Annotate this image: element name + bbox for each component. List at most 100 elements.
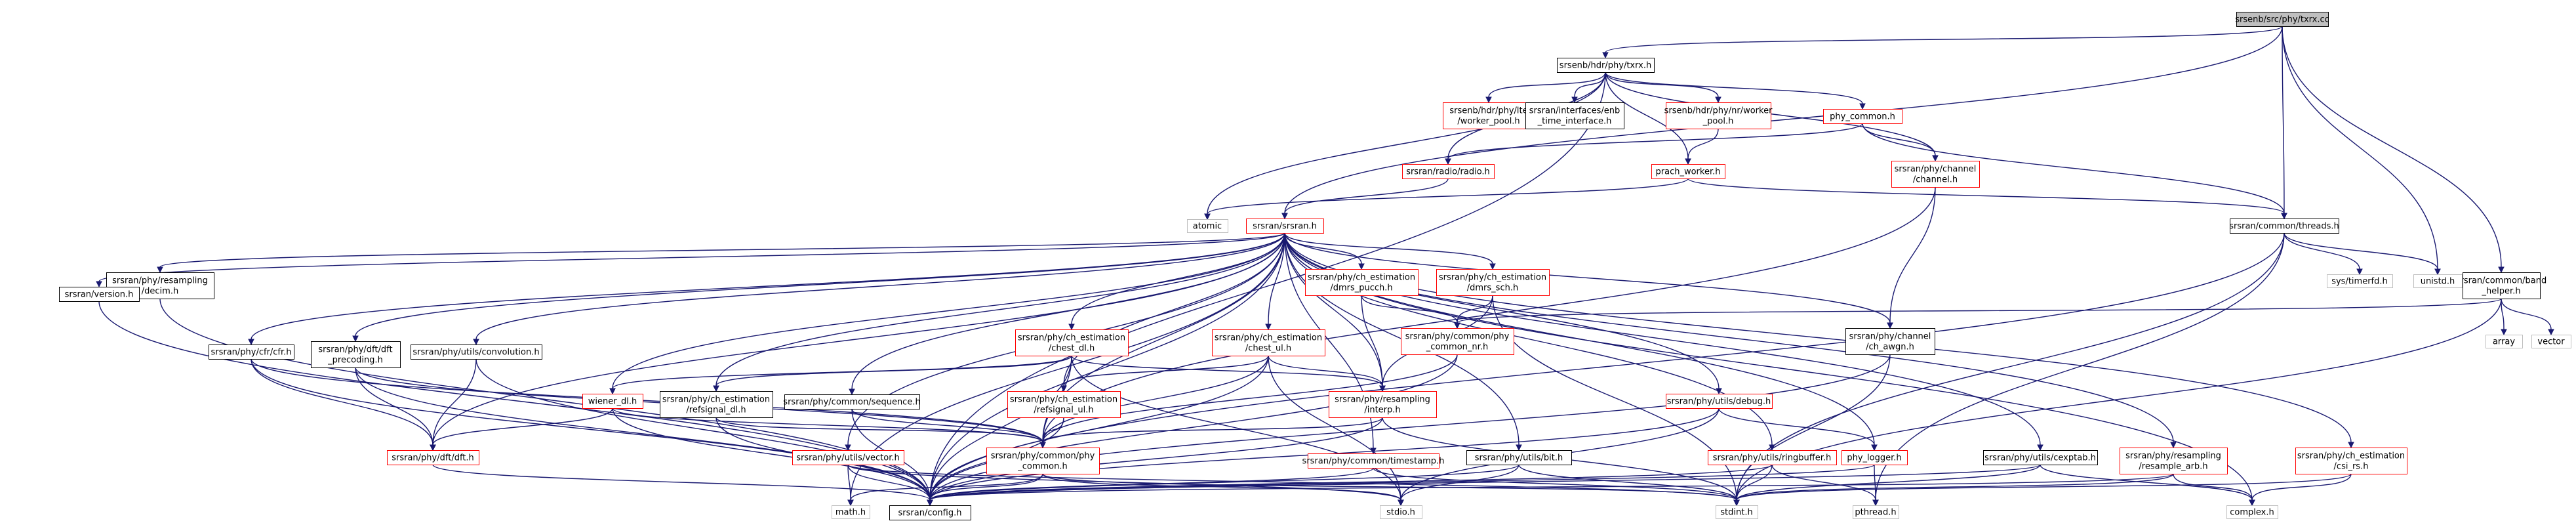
file-node-enb-band[interactable]: srsran/common/band_helper.h <box>2456 272 2547 299</box>
file-node-bit[interactable]: srsran/phy/utils/bit.h <box>1466 450 1572 465</box>
node-box <box>2531 335 2571 348</box>
file-node-complex: complex.h <box>2226 505 2278 519</box>
file-node-ringbuffer[interactable]: srsran/phy/utils/ringbuffer.h <box>1708 450 1837 465</box>
file-node-ch-awgn[interactable]: srsran/phy/channel/ch_awgn.h <box>1845 328 1935 355</box>
dependency-edge <box>355 367 436 451</box>
file-node-vector-h[interactable]: srsran/phy/utils/vector.h <box>792 450 904 465</box>
node-label: /chest_ul.h <box>1245 344 1291 354</box>
node-label: srsran/phy/resampling <box>2125 451 2221 461</box>
dependency-edge <box>1887 186 1936 329</box>
file-node-dmrs-sch[interactable]: srsran/phy/ch_estimation/dmrs_sch.h <box>1436 269 1550 296</box>
dependency-edge <box>1281 178 1449 220</box>
file-node-config[interactable]: srsran/config.h <box>889 505 971 520</box>
node-label: srsran/phy/common/phy <box>1405 332 1510 342</box>
file-node-txrx-h[interactable]: srsenb/hdr/phy/txrx.h <box>1557 58 1655 73</box>
node-box <box>1823 109 1902 124</box>
node-label: srsran/phy/ch_estimation <box>1018 333 1125 343</box>
file-node-cexptab[interactable]: srsran/phy/utils/cexptab.h <box>1983 450 2098 465</box>
dependency-edge <box>251 358 436 451</box>
node-box <box>832 505 870 519</box>
node-label: srsran/phy/channel <box>1849 332 1931 342</box>
node-label: srsran/phy/utils/convolution.h <box>413 348 539 358</box>
node-label: /dmrs_pucch.h <box>1330 283 1392 293</box>
node-label: srsran/phy/utils/cexptab.h <box>1984 453 2096 463</box>
node-label: srsran/phy/ch_estimation <box>662 395 770 405</box>
file-node-sequence[interactable]: srsran/phy/common/sequence.h <box>783 394 921 409</box>
node-box <box>1329 391 1437 418</box>
file-node-dft[interactable]: srsran/phy/dft/dft.h <box>387 450 479 465</box>
file-node-channel[interactable]: srsran/phy/channel/channel.h <box>1891 161 1980 188</box>
dependency-edge <box>1602 26 2283 59</box>
file-node-srsran-h[interactable]: srsran/srsran.h <box>1246 219 1324 234</box>
file-node-interp[interactable]: srsran/phy/resampling/interp.h <box>1329 391 1437 418</box>
node-label: srsran/phy/ch_estimation <box>1215 333 1322 343</box>
file-node-chest-ul[interactable]: srsran/phy/ch_estimation/chest_ul.h <box>1212 329 1325 356</box>
node-label: srsenb/hdr/phy/txrx.h <box>1560 61 1651 71</box>
file-node-threads[interactable]: srsran/common/threads.h <box>2229 219 2339 234</box>
file-node-dmrs-pucch[interactable]: srsran/phy/ch_estimation/dmrs_pucch.h <box>1305 269 1419 296</box>
node-box <box>1015 329 1129 356</box>
file-node-debug[interactable]: srsran/phy/utils/debug.h <box>1666 394 1773 409</box>
file-node-vector: vector <box>2531 335 2571 348</box>
file-node-refsignal-dl[interactable]: srsran/phy/ch_estimation/refsignal_dl.h <box>660 391 773 418</box>
file-node-lte-worker-pool[interactable]: srsenb/hdr/phy/lte/worker_pool.h <box>1443 102 1535 129</box>
file-node-stdio: stdio.h <box>1380 505 1422 519</box>
node-label: srsenb/hdr/phy/nr/worker <box>1664 106 1773 116</box>
node-label: srsran/phy/ch_estimation <box>1010 395 1117 405</box>
node-label: phy_logger.h <box>1847 453 1901 463</box>
file-node-wiener[interactable]: wiener_dl.h <box>582 394 643 409</box>
node-label: math.h <box>835 508 866 518</box>
file-node-csi-rs[interactable]: srsran/phy/ch_estimation/csi_rs.h <box>2295 448 2407 474</box>
node-label: srsran/phy/common/timestamp.h <box>1302 457 1445 467</box>
node-label: /dmrs_sch.h <box>1467 283 1518 293</box>
dependency-edge <box>715 417 1046 449</box>
file-node-phy-common[interactable]: srsran/phy/common/phy_common.h <box>986 448 1100 474</box>
node-label: srsran/srsran.h <box>1253 222 1317 232</box>
dependency-edge <box>352 232 1285 343</box>
file-node-resample-arb[interactable]: srsran/phy/resampling/resample_arb.h <box>2120 448 2228 474</box>
file-node-radio[interactable]: srsran/radio/radio.h <box>1402 164 1495 179</box>
dependency-edge <box>1265 232 1285 331</box>
dependency-edge <box>1685 128 1719 165</box>
dependency-edge <box>2282 26 2505 274</box>
file-node-chest-dl[interactable]: srsran/phy/ch_estimation/chest_dl.h <box>1015 329 1129 356</box>
node-box <box>2327 274 2393 288</box>
file-node-refsignal-ul[interactable]: srsran/phy/ch_estimation/refsignal_ul.h <box>1007 391 1121 418</box>
node-label: srsran/phy/resampling <box>1335 395 1430 405</box>
node-box <box>1651 164 1725 179</box>
file-node-unistd: unistd.h <box>2413 274 2463 288</box>
dependency-edge <box>2501 298 2554 336</box>
node-box <box>411 345 542 360</box>
file-node-dft-precoding[interactable]: srsran/phy/dft/dft_precoding.h <box>311 341 401 368</box>
node-label: srsran/phy/utils/vector.h <box>796 453 900 463</box>
file-node-nr-worker-pool[interactable]: srsenb/hdr/phy/nr/worker_pool.h <box>1664 102 1773 129</box>
dependency-edge <box>927 473 2174 507</box>
file-node-version[interactable]: srsran/version.h <box>59 287 140 302</box>
node-label: srsran/version.h <box>65 290 134 300</box>
node-box <box>2295 448 2407 474</box>
node-label: /csi_rs.h <box>2334 462 2369 472</box>
node-box <box>1380 505 1422 519</box>
dependency-edge <box>96 232 1285 288</box>
file-node-enb-time[interactable]: srsran/interfaces/enb_time_interface.h <box>1525 102 1624 129</box>
node-label: /channel.h <box>1913 175 1958 185</box>
dependency-edge <box>1571 72 1606 104</box>
file-node-timestamp[interactable]: srsran/phy/common/timestamp.h <box>1302 453 1445 469</box>
node-label: /decim.h <box>142 287 178 297</box>
file-node-convolution[interactable]: srsran/phy/utils/convolution.h <box>411 345 542 360</box>
node-label: /worker_pool.h <box>1457 117 1519 127</box>
dependency-edge <box>1872 464 1879 507</box>
dependency-edge <box>1687 178 2287 220</box>
node-box <box>2226 505 2278 519</box>
node-label: stdint.h <box>1720 508 1752 518</box>
file-node-phy-common-enb[interactable]: phy_common.h <box>1823 109 1902 124</box>
file-node-cfr[interactable]: srsran/phy/cfr/cfr.h <box>209 345 294 360</box>
node-label: srsran/phy/dft/dft <box>318 345 392 355</box>
file-node-phy-logger[interactable]: phy_logger.h <box>1841 450 1908 465</box>
file-node-prach-worker[interactable]: prach_worker.h <box>1651 164 1725 179</box>
file-node-phy-common-nr[interactable]: srsran/phy/common/phy_common_nr.h <box>1401 328 1514 355</box>
node-box <box>1443 102 1535 129</box>
dependency-edge <box>1204 178 1689 220</box>
node-label: prach_worker.h <box>1656 167 1721 177</box>
node-box <box>1246 219 1324 234</box>
